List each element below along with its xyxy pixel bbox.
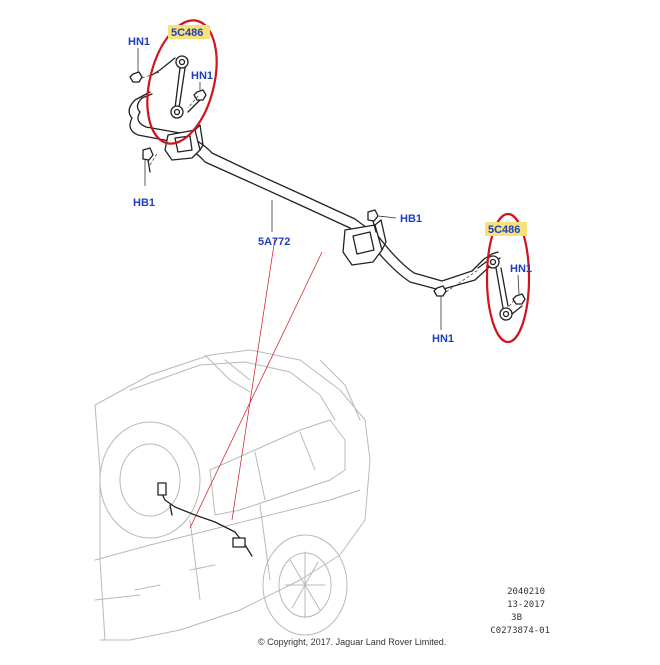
label-5c486-right: 5C486	[488, 224, 520, 236]
highlight-box-left	[168, 25, 210, 39]
label-5c486-left: 5C486	[171, 27, 203, 39]
label-5a772: 5A772	[258, 236, 290, 248]
ref-date: 2040210	[507, 587, 545, 597]
right-stabilizer-link	[477, 255, 523, 321]
copyright-text: © Copyright, 2017. Jaguar Land Rover Lim…	[258, 637, 446, 647]
fasteners	[129, 71, 526, 305]
label-hn1-right-upper: HN1	[510, 263, 532, 275]
label-hn1-right-lower: HN1	[432, 333, 454, 345]
ref-rev: 3B	[511, 613, 522, 623]
right-bushing	[342, 219, 387, 266]
ref-year: 13-2017	[507, 600, 545, 610]
label-hn1-top-left: HN1	[128, 36, 150, 48]
vehicle-stabilizer-bar	[157, 482, 253, 557]
label-hb1-right: HB1	[400, 213, 422, 225]
highlight-box-right	[485, 222, 527, 236]
leader-lines	[137, 48, 520, 330]
highlight-ring-left	[146, 19, 218, 145]
perspective-lines	[189, 237, 323, 529]
stabilizer-bar-5a772	[128, 91, 501, 291]
ref-code: C0273874-01	[490, 626, 550, 636]
highlight-ring-right	[485, 212, 531, 344]
label-hb1-left: HB1	[133, 197, 155, 209]
label-hn1-top-mid: HN1	[191, 70, 213, 82]
vehicle-outline	[94, 349, 371, 641]
left-stabilizer-link	[151, 55, 201, 119]
